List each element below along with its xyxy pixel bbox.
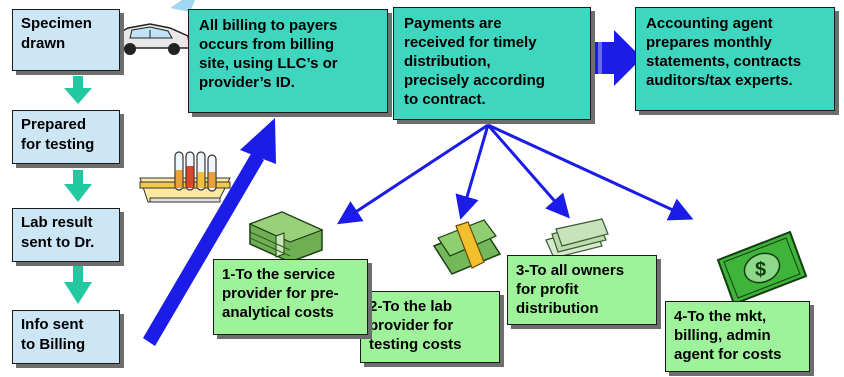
payments-text: Payments are received for timely distrib…: [404, 15, 545, 108]
distribution-box-2: 2-To the lab provider for testing costs: [360, 291, 500, 363]
distribution-label: 1-To the service provider for pre- analy…: [222, 266, 339, 321]
distribution-box-4: 4-To the mkt, billing, admin agent for c…: [665, 301, 810, 372]
billing-text: All billing to payers occurs from billin…: [199, 17, 338, 91]
accounting-box: Accounting agent prepares monthly statem…: [635, 7, 835, 111]
distribution-box-1: 1-To the service provider for pre- analy…: [213, 259, 368, 335]
cash-bundle-icon: [432, 219, 502, 275]
dollar-bill-icon: $: [716, 230, 808, 306]
step-arrow-1: [64, 76, 92, 104]
step-prepared-for-testing: Prepared for testing: [12, 110, 120, 164]
money-fan-icon: [545, 218, 609, 259]
distribution-box-3: 3-To all owners for profit distribution: [507, 255, 657, 325]
step-label: Lab result sent to Dr.: [21, 214, 95, 251]
step-info-to-billing: Info sent to Billing: [12, 310, 120, 364]
step-arrow-2: [64, 170, 92, 202]
money-stack-icon: [248, 211, 324, 263]
billing-arrow: [143, 118, 276, 346]
step-arrow-3: [64, 266, 92, 304]
distribution-arrows: [336, 123, 694, 225]
svg-text:$: $: [755, 259, 766, 281]
distribution-label: 3-To all owners for profit distribution: [516, 262, 625, 317]
step-label: Prepared for testing: [21, 116, 95, 153]
step-lab-result: Lab result sent to Dr.: [12, 208, 120, 262]
flow-arrow: [594, 30, 642, 86]
car-icon: [109, 0, 195, 55]
billing-box: All billing to payers occurs from billin…: [188, 9, 388, 113]
step-specimen-drawn: Specimen drawn: [12, 9, 120, 71]
distribution-label: 2-To the lab provider for testing costs: [369, 298, 462, 353]
payments-box: Payments are received for timely distrib…: [393, 7, 591, 120]
accounting-text: Accounting agent prepares monthly statem…: [646, 15, 802, 89]
step-label: Info sent to Billing: [21, 316, 86, 353]
test-tubes-icon: [139, 151, 231, 203]
step-label: Specimen drawn: [21, 15, 92, 52]
distribution-label: 4-To the mkt, billing, admin agent for c…: [674, 308, 782, 363]
